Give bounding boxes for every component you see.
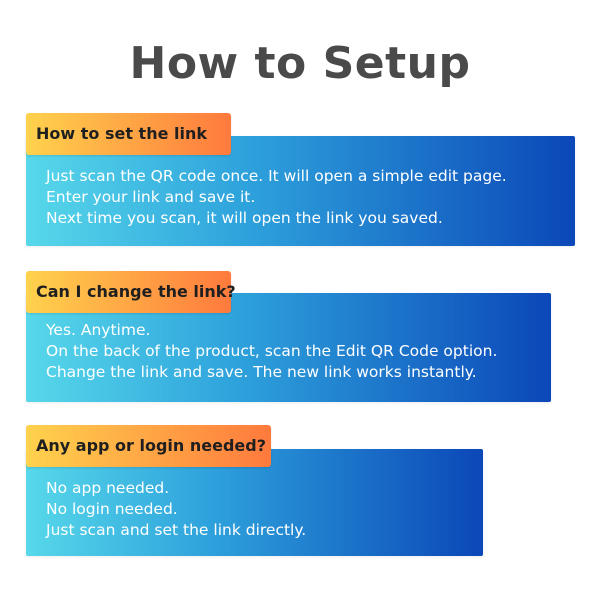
page-title: How to Setup bbox=[129, 38, 471, 89]
section-heading-set-link: How to set the link bbox=[26, 113, 231, 155]
section-heading-app-login: Any app or login needed? bbox=[26, 425, 271, 467]
section-text-line: No app needed. bbox=[46, 479, 170, 497]
section-heading-change-link: Can I change the link? bbox=[26, 271, 236, 313]
section-text-line: Yes. Anytime. bbox=[46, 321, 151, 339]
section-text-line: No login needed. bbox=[46, 500, 178, 518]
section-text-line: Just scan the QR code once. It will open… bbox=[46, 167, 507, 185]
section-panel-change-link: Yes. Anytime. On the back of the product… bbox=[26, 293, 551, 402]
section-text-line: On the back of the product, scan the Edi… bbox=[46, 342, 498, 360]
section-text-line: Next time you scan, it will open the lin… bbox=[46, 209, 443, 227]
section-panel-set-link: Just scan the QR code once. It will open… bbox=[26, 136, 575, 246]
section-text-line: Just scan and set the link directly. bbox=[46, 521, 307, 539]
section-text-line: Change the link and save. The new link w… bbox=[46, 363, 477, 381]
section-text-line: Enter your link and save it. bbox=[46, 188, 256, 206]
